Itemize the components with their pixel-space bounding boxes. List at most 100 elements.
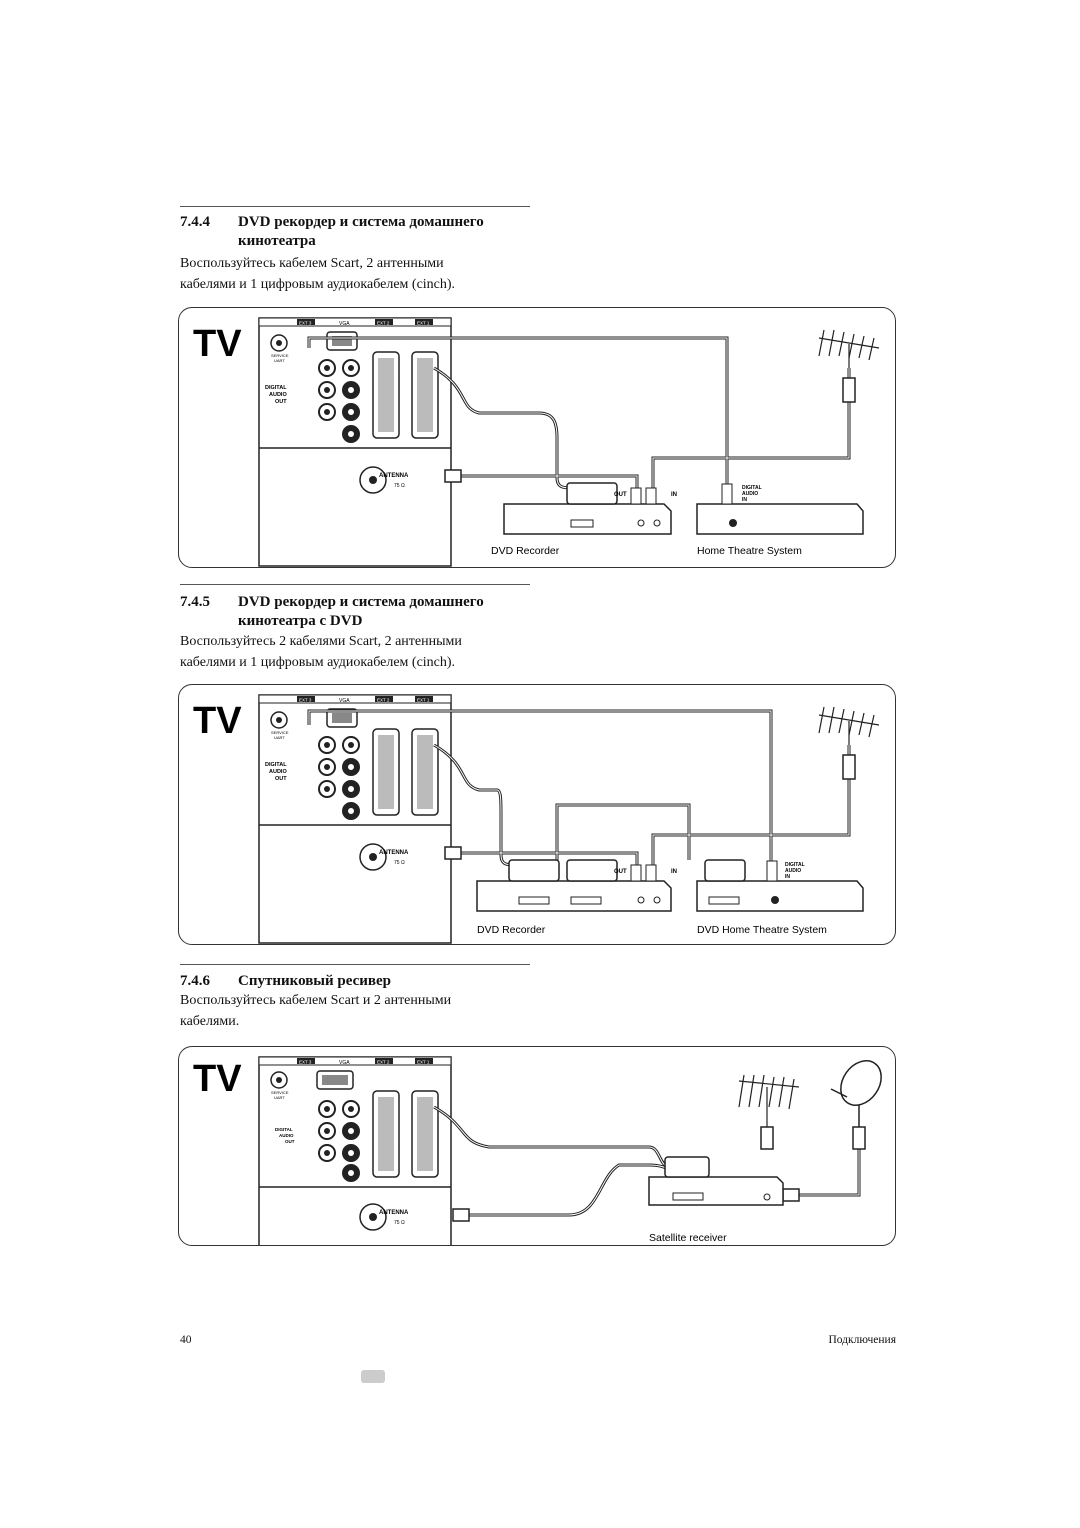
section-title-cont: кинотеатра с DVD <box>238 613 363 629</box>
section-title: Спутниковый ресивер <box>238 973 391 989</box>
digital-label: DIGITAL <box>265 762 287 768</box>
antenna-plug <box>782 1188 800 1202</box>
satellite-dish-icon <box>830 1060 882 1127</box>
section-title: DVD рекордер и система домашнего <box>238 214 484 230</box>
scart-plug <box>566 482 618 505</box>
uart-label: UART <box>274 358 285 363</box>
section-number: 7.4.6 <box>180 973 210 989</box>
section-heading-7-4-4: 7.4.4 DVD рекордер и система домашнего ки… <box>180 213 560 251</box>
ext2-label: EXT 2 <box>377 1060 390 1065</box>
connection-diagram-dvd-dvdhts: TV EXT 3 VGA EXT 2 EXT 1 SERVICE UART DI… <box>178 684 896 945</box>
digital-label: DIGITAL <box>265 385 287 391</box>
ext2-label: EXT 2 <box>377 698 390 703</box>
text-line: Воспользуйтесь кабелем Scart и 2 антенны… <box>180 993 452 1008</box>
rca-jacks[interactable] <box>318 736 360 820</box>
in-port-label: IN <box>671 869 677 875</box>
digital-label: DIGITAL <box>275 1127 293 1132</box>
device-label-satellite-receiver: Satellite receiver <box>649 1232 727 1244</box>
digital-audio-in-label: AUDIO <box>742 491 758 497</box>
diagram-svg: TV EXT 3 VGA EXT 2 EXT 1 SERVICE UART DI… <box>193 694 880 944</box>
rca-jacks[interactable] <box>318 359 360 443</box>
scart-plug <box>566 859 618 882</box>
device-label-dvd-recorder: DVD Recorder <box>477 924 546 936</box>
ohm-label: 75 Ω <box>394 1220 405 1226</box>
diagram-svg: TV EXT 3 VGA EXT 2 EXT 1 SERVICE UART DI… <box>193 317 880 567</box>
rca-jacks[interactable] <box>318 1100 360 1182</box>
dvd-recorder-box <box>476 880 672 912</box>
ext1-label: EXT 1 <box>417 1060 430 1065</box>
uart-label: UART <box>274 735 285 740</box>
antenna-plug <box>444 469 462 483</box>
dvd-recorder-box <box>503 503 672 535</box>
section-text: Воспользуйтесь кабелем Scart, 2 антенным… <box>180 253 540 295</box>
antenna-plug <box>760 1126 774 1150</box>
vga-label: VGA <box>339 321 350 327</box>
section-divider <box>180 584 530 585</box>
section-title-cont: кинотеатра <box>238 233 316 249</box>
text-line: кабелями и 1 цифровым аудиокабелем (cinc… <box>180 655 456 670</box>
tv-logo: TV <box>193 323 242 365</box>
chapter-title: Подключения <box>828 1334 896 1346</box>
digital-audio-in-label: IN <box>742 497 747 503</box>
section-heading-7-4-6: 7.4.6 Спутниковый ресивер <box>180 972 560 991</box>
scart-plug <box>664 1156 710 1178</box>
ext1-label: EXT 1 <box>417 321 430 326</box>
out-label: OUT <box>275 776 287 782</box>
service-label: SERVICE <box>271 353 289 358</box>
service-label: SERVICE <box>271 1090 289 1095</box>
text-line: Воспользуйтесь кабелем Scart, 2 антенным… <box>180 256 444 271</box>
text-line: кабелями. <box>180 1014 240 1029</box>
device-label-dvd-home-theatre: DVD Home Theatre System <box>697 924 827 936</box>
antenna-plug <box>842 377 856 403</box>
section-number: 7.4.4 <box>180 214 210 230</box>
antenna-icon <box>818 329 880 368</box>
audio-label: AUDIO <box>279 1133 294 1138</box>
service-label: SERVICE <box>271 730 289 735</box>
section-number: 7.4.5 <box>180 594 210 610</box>
device-label-dvd-recorder: DVD Recorder <box>491 545 560 557</box>
audio-label: AUDIO <box>269 392 287 398</box>
digital-audio-in-label: AUDIO <box>785 868 801 874</box>
text-line: кабелями и 1 цифровым аудиокабелем (cinc… <box>180 277 456 292</box>
antenna-plug <box>852 1126 866 1150</box>
out-port-label: OUT <box>614 869 627 875</box>
satellite-receiver-box <box>648 1176 784 1206</box>
antenna-plug <box>452 1208 470 1222</box>
connection-diagram-satellite: TV EXT 3 VGA EXT 2 EXT 1 SERVICE UART DI… <box>178 1046 896 1246</box>
ohm-label: 75 Ω <box>394 860 405 866</box>
ext1-label: EXT 1 <box>417 698 430 703</box>
vga-label: VGA <box>339 1060 350 1066</box>
digital-audio-in-label: DIGITAL <box>785 862 805 868</box>
antenna-plug <box>842 754 856 780</box>
digital-audio-in-label: IN <box>785 874 790 880</box>
section-text: Воспользуйтесь 2 кабелями Scart, 2 антен… <box>180 631 540 673</box>
tv-logo: TV <box>193 1058 242 1100</box>
device-label-home-theatre: Home Theatre System <box>697 545 802 557</box>
page-tab-marker <box>361 1370 385 1383</box>
ohm-label: 75 Ω <box>394 483 405 489</box>
ext2-label: EXT 2 <box>377 321 390 326</box>
audio-label: AUDIO <box>269 769 287 775</box>
dvd-home-theatre-box <box>696 880 864 912</box>
digital-audio-in-label: DIGITAL <box>742 485 762 491</box>
section-divider <box>180 964 530 965</box>
scart-plug <box>704 859 746 882</box>
antenna-label: ANTENNA <box>379 850 409 856</box>
tv-logo: TV <box>193 700 242 742</box>
ext3-label: EXT 3 <box>299 698 312 703</box>
scart-plug <box>508 859 560 882</box>
ext3-label: EXT 3 <box>299 321 312 326</box>
antenna-label: ANTENNA <box>379 473 409 479</box>
out-label: OUT <box>285 1139 295 1144</box>
section-text: Воспользуйтесь кабелем Scart и 2 антенны… <box>180 990 540 1032</box>
home-theatre-box <box>696 503 864 535</box>
antenna-icon <box>818 706 880 745</box>
antenna-icon <box>738 1074 800 1127</box>
antenna-plug <box>444 846 462 860</box>
section-divider <box>180 206 530 207</box>
ext3-label: EXT 3 <box>299 1060 312 1065</box>
text-line: Воспользуйтесь 2 кабелями Scart, 2 антен… <box>180 634 462 649</box>
vga-label: VGA <box>339 698 350 704</box>
connection-diagram-dvd-hts: TV EXT 3 VGA EXT 2 EXT 1 SERVICE UART DI… <box>178 307 896 568</box>
